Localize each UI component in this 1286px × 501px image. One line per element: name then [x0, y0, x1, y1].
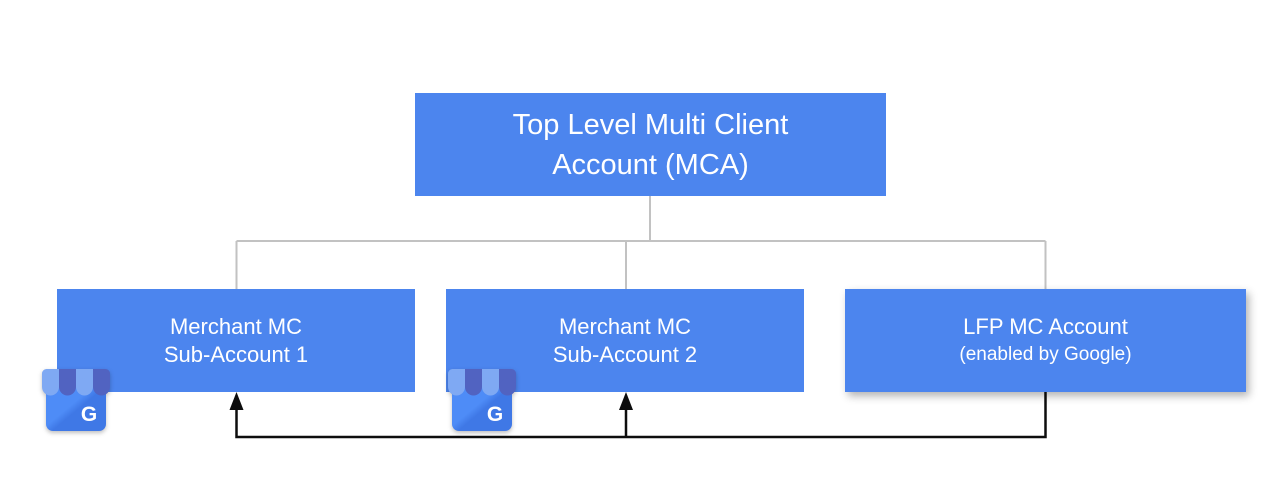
lfp-feed-arrow-lines	[235, 392, 1047, 439]
node-lfp-line2: (enabled by Google)	[959, 343, 1132, 365]
arrowhead-to-sub1	[229, 392, 244, 410]
node-lfp-line1: LFP MC Account	[963, 313, 1128, 339]
google-g-letter: G	[487, 403, 503, 426]
node-lfp-mc-account: LFP MC Account (enabled by Google)	[845, 289, 1246, 392]
storefront-awning	[448, 369, 516, 396]
node-top-level-mca-line2: Account (MCA)	[552, 148, 749, 181]
hierarchy-connector-lines	[235, 196, 1047, 289]
node-sub2-line2: Sub-Account 2	[552, 341, 698, 367]
node-top-level-mca-line1: Top Level Multi Client	[512, 108, 789, 141]
node-sub1-line1: Merchant MC	[169, 313, 303, 339]
google-g-letter: G	[81, 403, 97, 426]
storefront-awning	[42, 369, 110, 396]
google-my-business-icon-1: G	[42, 369, 110, 431]
node-sub2-line1: Merchant MC	[558, 313, 692, 339]
storefront-body	[46, 381, 106, 431]
storefront-body	[452, 381, 512, 431]
node-sub1-line2: Sub-Account 1	[163, 341, 309, 367]
arrowhead-to-sub2	[619, 392, 633, 410]
node-merchant-sub-account-1: Merchant MC Sub-Account 1	[57, 289, 415, 392]
google-my-business-icon-2: G	[448, 369, 516, 431]
node-top-level-mca: Top Level Multi Client Account (MCA)	[415, 93, 886, 196]
